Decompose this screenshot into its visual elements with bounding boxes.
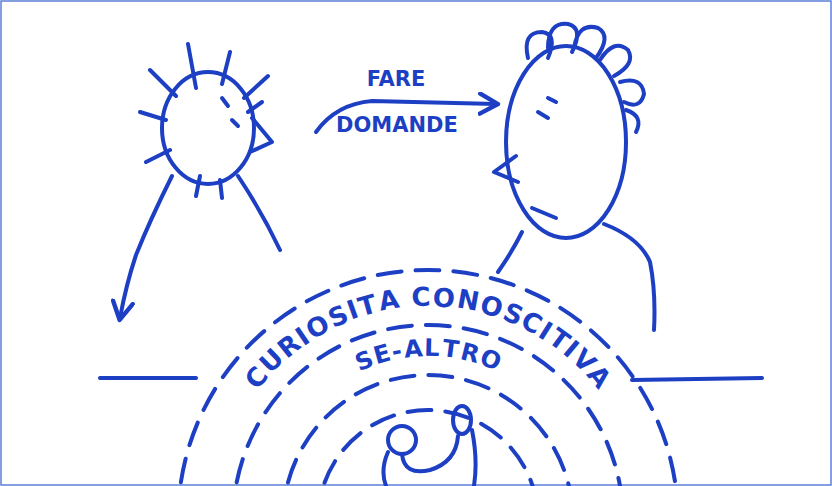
dashed-arc [233, 325, 623, 486]
hair-spikes [140, 44, 268, 198]
right-person [494, 24, 655, 330]
table-line [100, 376, 196, 380]
shoulder-line [604, 224, 655, 330]
head-outline [162, 72, 254, 184]
dashed-arc [318, 410, 538, 486]
arm-line [120, 176, 172, 318]
central-figures [383, 406, 475, 486]
eye-marks [538, 98, 556, 118]
nose [250, 118, 272, 152]
arc-letter: O [477, 345, 505, 375]
left-person [120, 44, 280, 318]
arrow-label: FARE DOMANDE [336, 56, 456, 148]
arc-letter: T [441, 336, 460, 362]
small-head [388, 426, 416, 454]
head-outline [506, 46, 626, 238]
small-head [453, 406, 471, 434]
arc-letter: L [424, 336, 440, 360]
dashed-arcs [178, 270, 678, 486]
body-line [238, 176, 280, 250]
dashed-arc [283, 375, 573, 486]
dashed-arc [178, 270, 678, 486]
connecting-loop [402, 436, 458, 471]
arc-letter: O [432, 284, 456, 311]
arc-letter: A [403, 336, 424, 362]
arc-letter: C [411, 284, 431, 311]
small-bodies [383, 430, 475, 486]
nose [494, 156, 518, 182]
neck-line [498, 232, 522, 272]
arc-letter [399, 285, 411, 312]
arc-letter: A [376, 286, 400, 315]
mouth [532, 208, 556, 218]
curly-hair [527, 24, 644, 132]
eye-marks [222, 98, 238, 126]
table-line [632, 378, 762, 380]
arc-letter: N [455, 286, 481, 315]
